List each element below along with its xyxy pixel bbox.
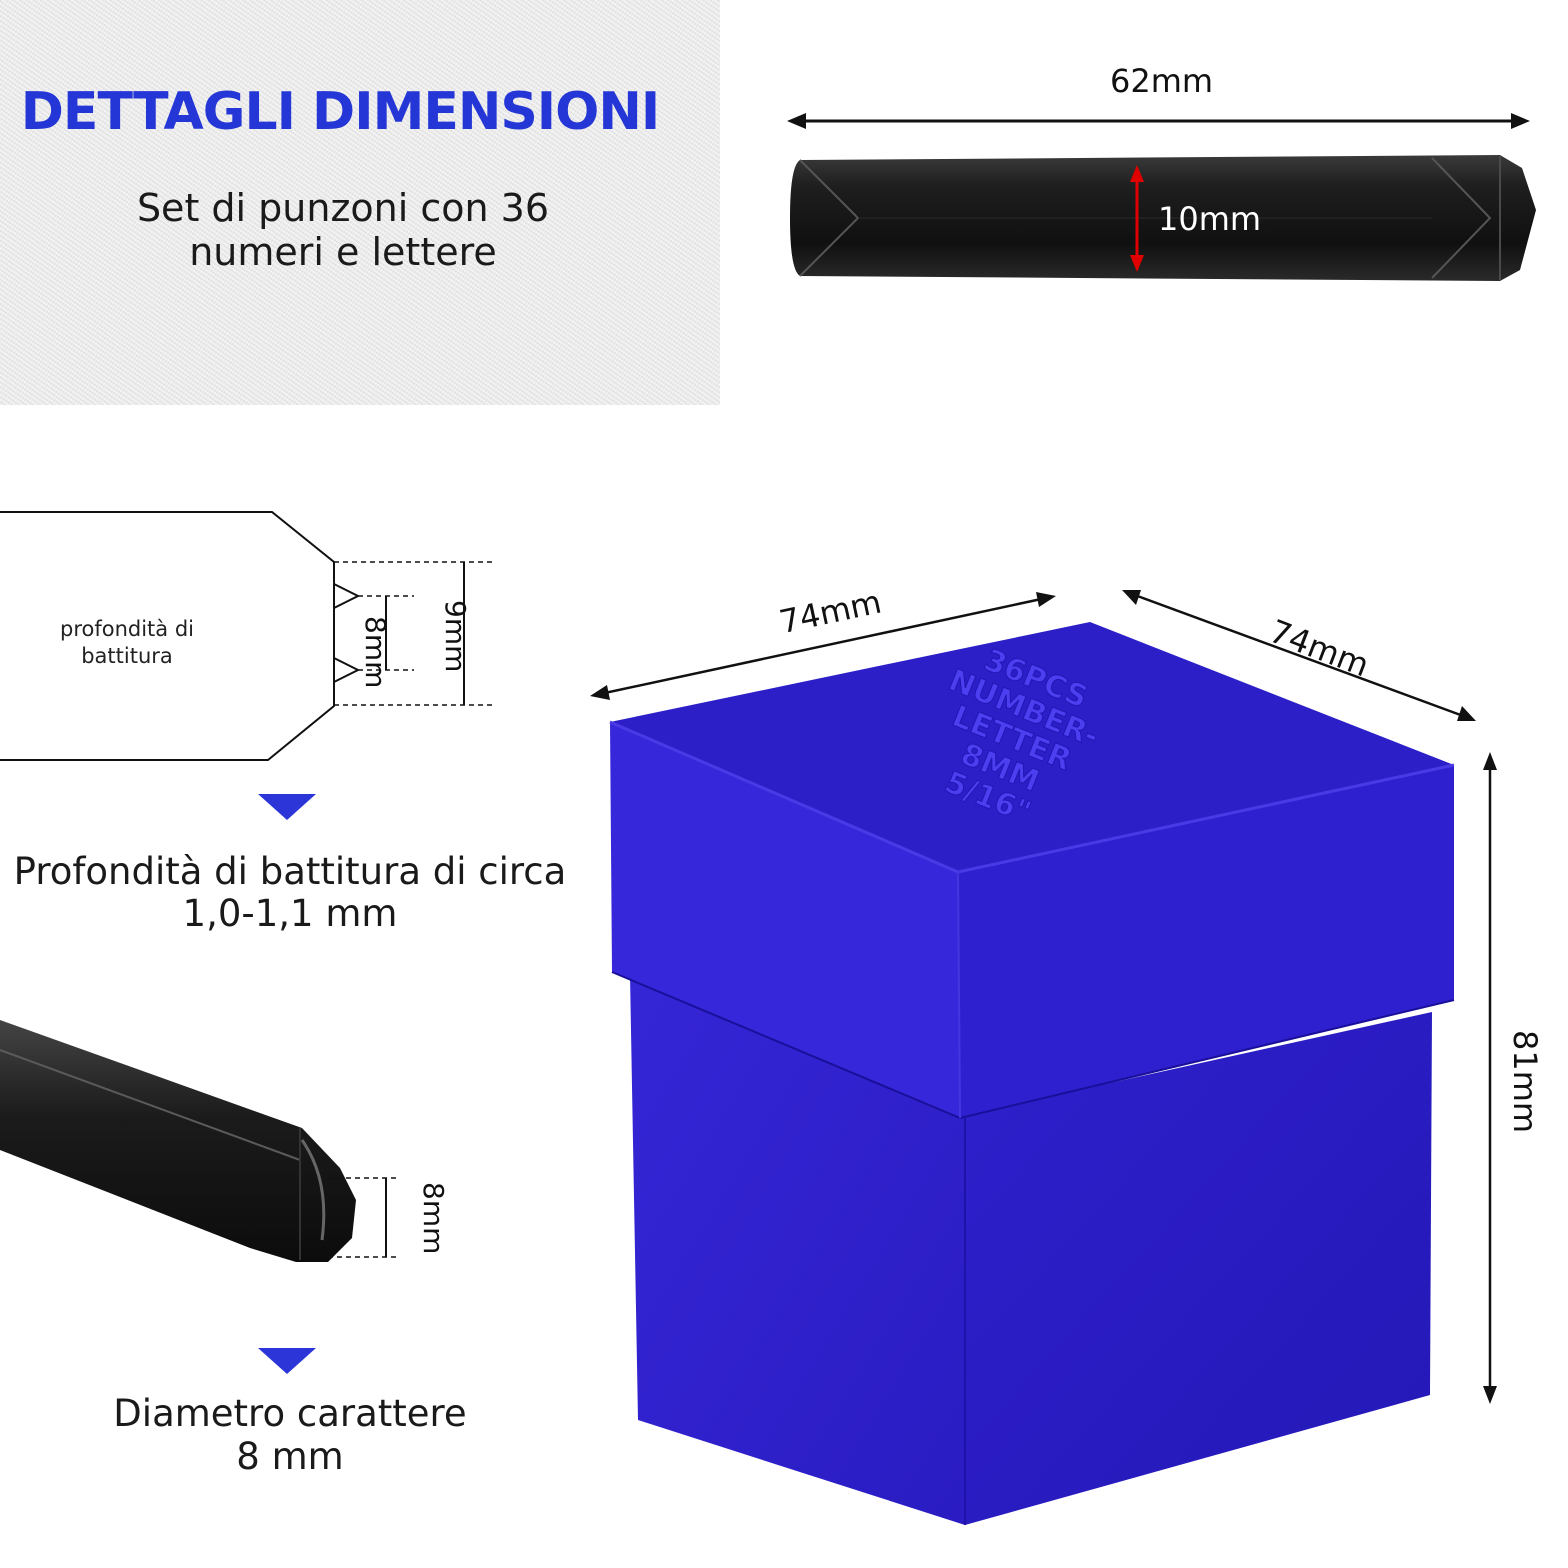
- strike-label-line-1: profondità di: [59, 617, 194, 641]
- punch-length-label: 62mm: [1110, 62, 1214, 100]
- strike-caption-line-2: 1,0-1,1 mm: [182, 892, 398, 935]
- punch-width-label: 10mm: [1158, 200, 1262, 238]
- tip-dim-label: 8mm: [417, 1182, 450, 1255]
- subtitle-line-2: numeri e lettere: [189, 230, 497, 274]
- box-height-arrow: [1483, 752, 1497, 1404]
- subtitle-line-1: Set di punzoni con 36: [136, 186, 550, 230]
- tip-dim: [328, 1177, 400, 1258]
- header-panel: [0, 0, 720, 405]
- page-title: DETTAGLI DIMENSIONI: [20, 82, 660, 142]
- punch-length-arrow: [787, 113, 1530, 129]
- strike-outer-dim-label: 9mm: [439, 600, 472, 673]
- punch-top-image: [790, 155, 1536, 281]
- lid-embossed-text: 36PCS NUMBER- LETTER 8MM 5/16": [939, 642, 1104, 831]
- strike-label-line-2: battitura: [81, 644, 173, 668]
- strike-inner-dim-label: 8mm: [359, 616, 392, 689]
- tip-caption-line-1: Diametro carattere: [113, 1392, 467, 1435]
- box-height-label: 81mm: [1506, 1030, 1544, 1134]
- strike-caption-line-1: Profondità di battitura di circa: [13, 850, 567, 893]
- box-depth-arrow: [1122, 590, 1476, 721]
- tip-caption-line-2: 8 mm: [236, 1435, 344, 1478]
- punch-tip-image: [0, 1020, 356, 1262]
- strike-dim-bars: [385, 562, 465, 705]
- box-width-arrow: [590, 592, 1056, 700]
- box-image: [609, 622, 1455, 1525]
- down-marker-1: [258, 794, 316, 820]
- punch-width-arrow: [1130, 165, 1144, 272]
- down-marker-2: [258, 1348, 316, 1374]
